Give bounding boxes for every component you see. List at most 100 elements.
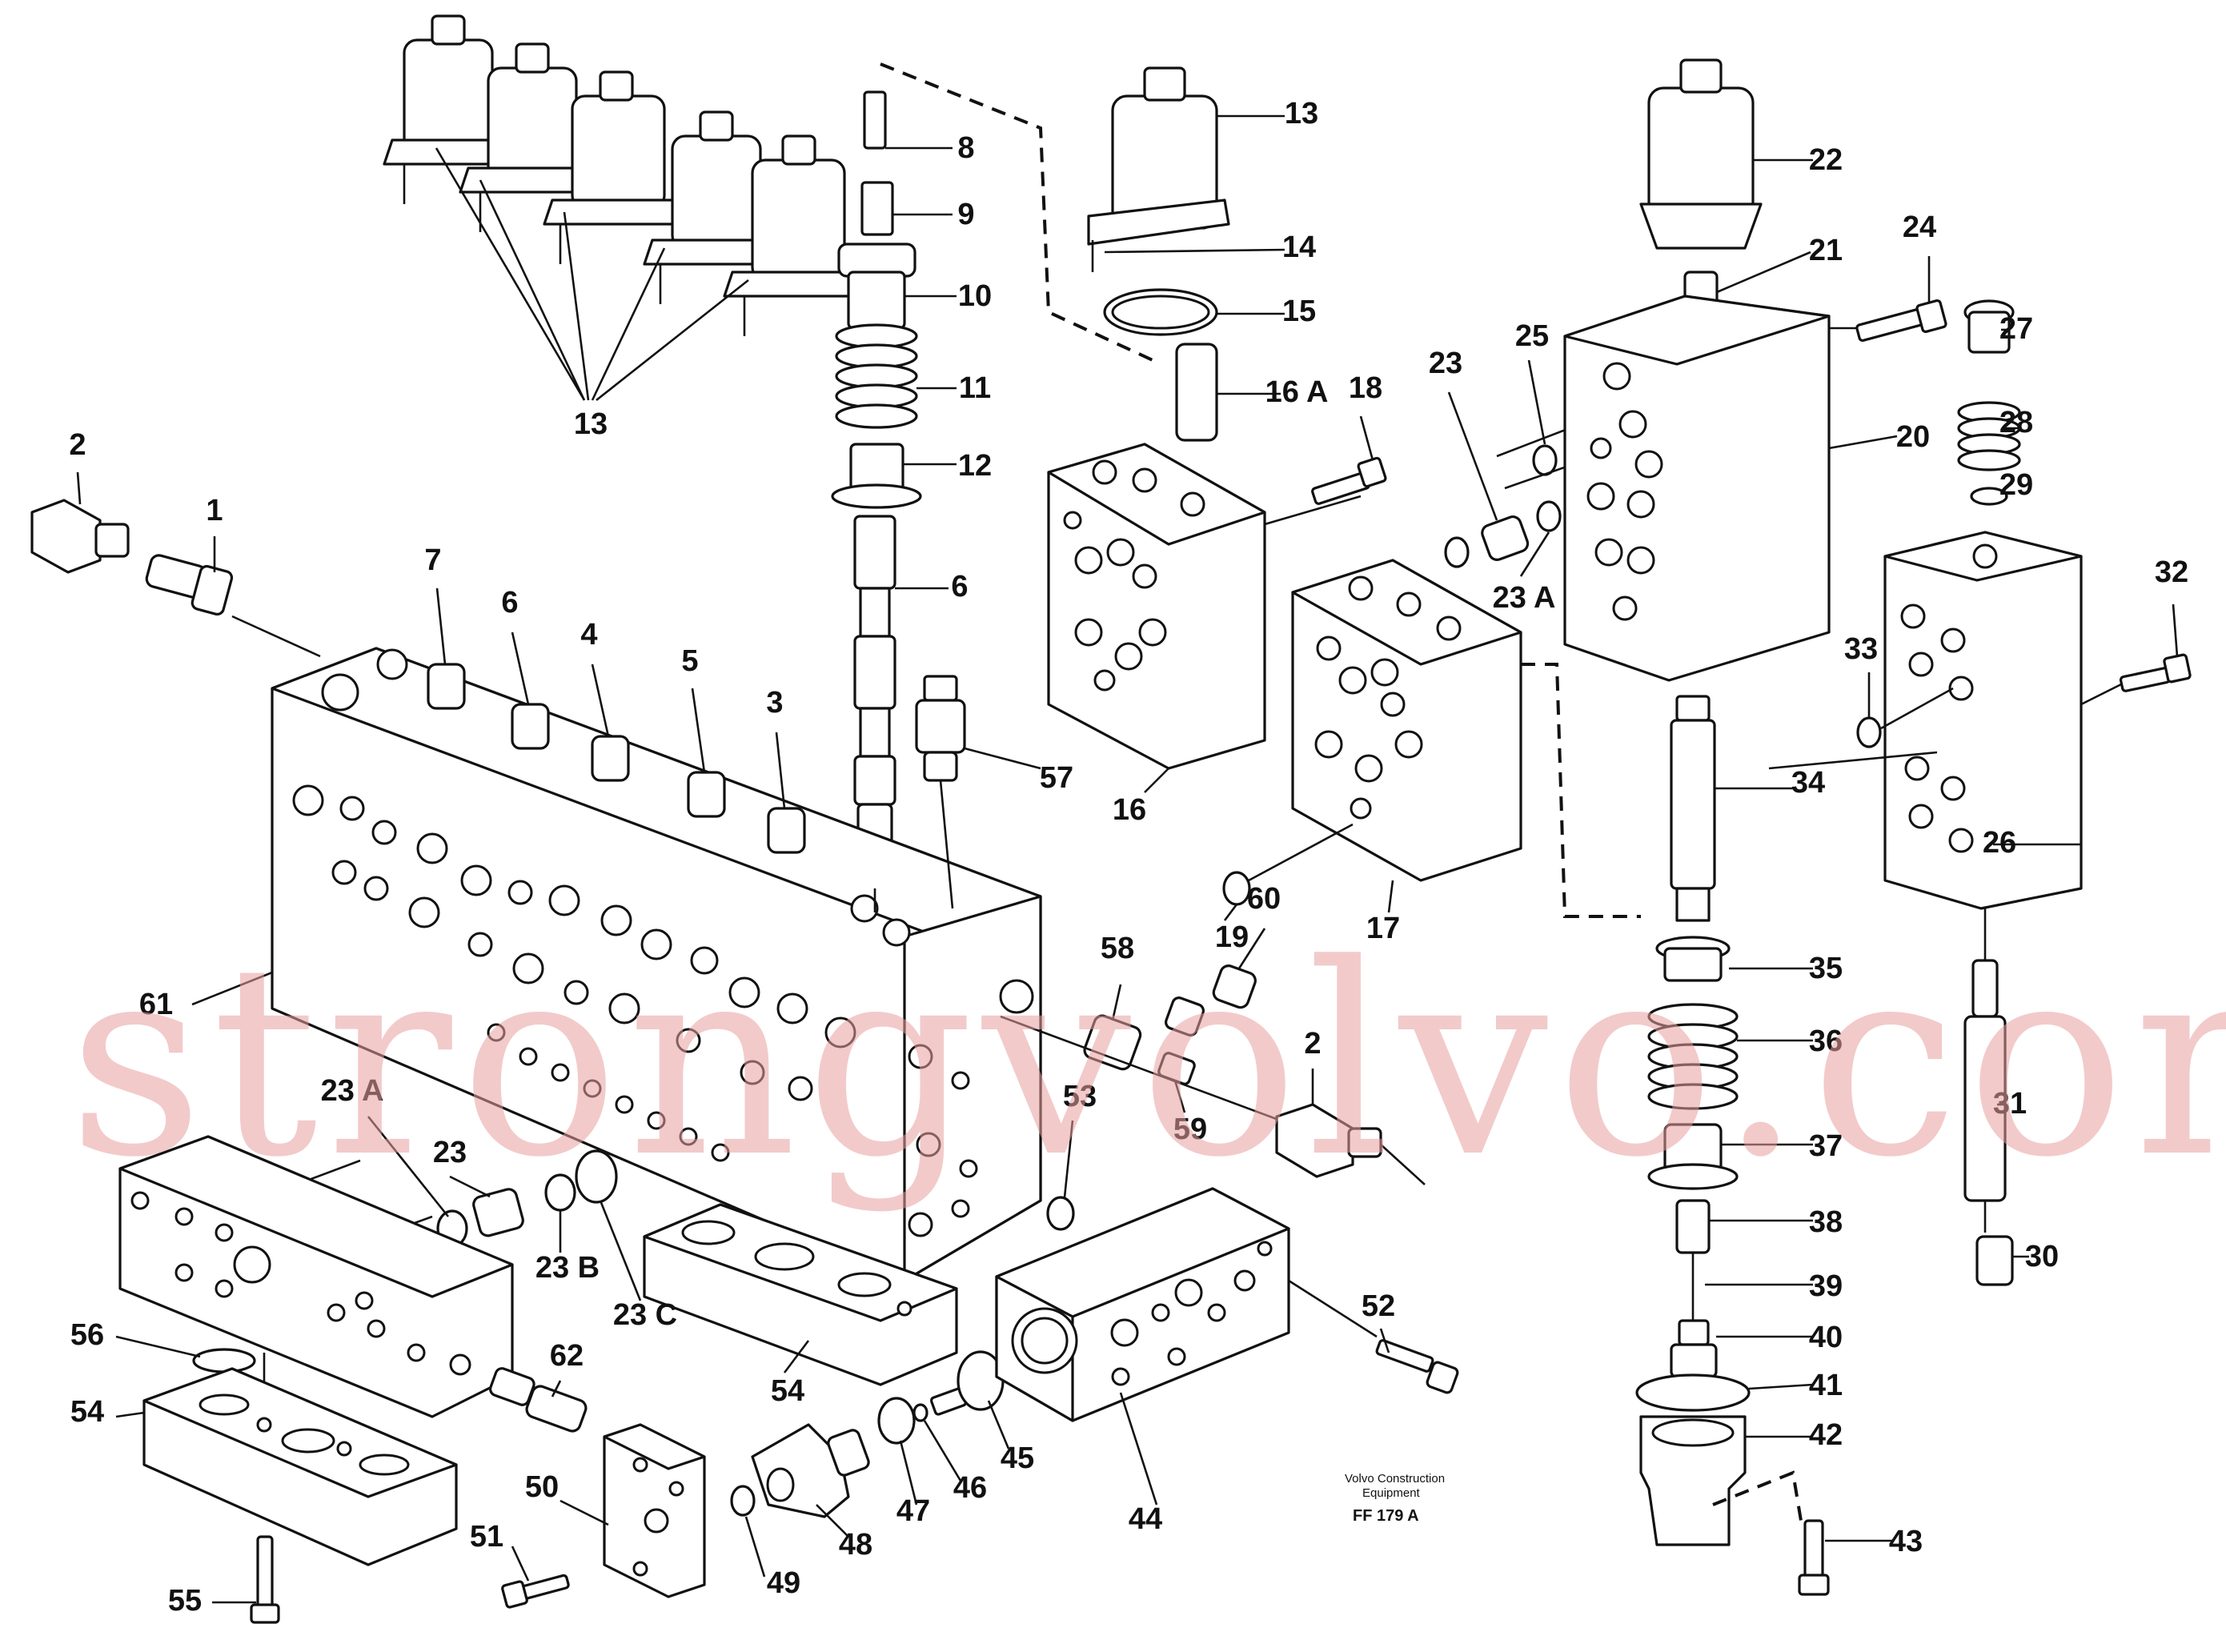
part-label-l9: 9: [957, 198, 974, 231]
note-line-1: Volvo Construction: [1345, 1472, 1445, 1486]
part-label-l29: 29: [1999, 468, 2033, 502]
part-label-l37: 37: [1809, 1129, 1843, 1163]
part-label-l16a: 16 A: [1265, 375, 1329, 409]
part-label-l51: 51: [470, 1520, 503, 1554]
part-label-l16: 16: [1113, 793, 1146, 827]
fitting-1: [145, 536, 321, 658]
part-label-l5: 5: [681, 644, 698, 678]
part-label-l22: 22: [1809, 143, 1843, 177]
part-label-l52: 52: [1362, 1289, 1395, 1323]
part-label-l61: 61: [139, 988, 173, 1021]
part-label-l23c: 23 A: [321, 1074, 384, 1108]
part-label-l42: 42: [1809, 1418, 1843, 1452]
part-label-l7: 7: [424, 543, 441, 577]
part-label-l30: 30: [2025, 1240, 2059, 1273]
plug-6: [511, 703, 550, 750]
block-16: [1047, 415, 1387, 793]
part-label-l14: 14: [1282, 231, 1316, 264]
part-label-l35: 35: [1809, 952, 1843, 985]
part-label-l36: 36: [1809, 1024, 1843, 1058]
oring-56: [115, 1335, 266, 1385]
solenoid-group: [383, 14, 870, 402]
part-label-l33: 33: [1844, 632, 1878, 666]
solenoid-22: [1639, 58, 1813, 250]
part-label-l32: 32: [2155, 555, 2188, 589]
part-label-l2a: 2: [69, 428, 86, 462]
part-label-l11: 11: [959, 371, 991, 405]
note-line-2: Equipment: [1362, 1486, 1421, 1500]
drawing-note: Volvo Construction Equipment FF 179 A: [1345, 1472, 1445, 1525]
part-label-l1: 1: [206, 494, 223, 527]
valve-parts-45-49: [730, 1350, 1010, 1578]
plug-62: [489, 1367, 588, 1433]
cover-plate-50: [560, 1423, 706, 1598]
solenoid-2: [459, 42, 606, 232]
part-label-l3: 3: [766, 686, 783, 720]
part-label-l19: 19: [1215, 920, 1249, 954]
part-label-l13b: 13: [1285, 97, 1318, 130]
part-label-l31: 31: [1993, 1087, 2027, 1121]
part-label-l8: 8: [957, 131, 974, 165]
part-label-l23ab: 23 A: [1493, 581, 1556, 615]
part-label-l56: 56: [70, 1318, 104, 1352]
part-label-l45: 45: [1001, 1441, 1034, 1475]
drawing-code: FF 179 A: [1353, 1507, 1419, 1525]
part-label-l4: 4: [580, 618, 597, 652]
part-label-l41: 41: [1809, 1369, 1843, 1402]
block-20: [1563, 251, 1947, 682]
part-label-l57: 57: [1040, 761, 1073, 795]
part-label-l23a: 23: [1429, 347, 1462, 380]
part-label-l21: 21: [1809, 234, 1843, 267]
block-44: [995, 1187, 1378, 1506]
screw-55: [212, 1535, 280, 1624]
part-label-l13a: 13: [574, 407, 608, 441]
spool-assembly-34-42: [1635, 695, 1893, 1596]
part-label-l23bb: 23 B: [535, 1251, 600, 1285]
part-label-l48: 48: [839, 1528, 872, 1562]
part-label-l54a: 54: [771, 1374, 804, 1408]
block-54-center: [643, 1203, 958, 1386]
part-label-l12: 12: [958, 449, 992, 483]
part-label-l6a: 6: [501, 586, 518, 620]
spring-28: [1957, 401, 2021, 471]
part-label-l58: 58: [1101, 932, 1134, 965]
part-label-l38: 38: [1809, 1205, 1843, 1239]
cover-block-left: [118, 1135, 514, 1418]
block-26-assembly: [1768, 299, 2192, 1286]
part-label-l15: 15: [1282, 295, 1316, 328]
part-label-l60: 60: [1247, 882, 1281, 916]
solenoid-1: [383, 14, 522, 204]
part-label-l23cc: 23 C: [613, 1298, 677, 1332]
part-label-l10: 10: [958, 279, 992, 313]
part-label-l54b: 54: [70, 1395, 104, 1429]
part-label-l2b: 2: [1304, 1027, 1321, 1061]
part-label-l27: 27: [1999, 312, 2033, 346]
part-label-l43: 43: [1889, 1525, 1923, 1558]
part-label-l46: 46: [953, 1471, 987, 1505]
solenoid-3: [543, 70, 690, 264]
part-label-l28: 28: [1999, 406, 2033, 439]
fitting-2-left: [30, 471, 130, 574]
watermark-text: strongvolvo.com: [68, 908, 2226, 1215]
spool-6: [853, 515, 896, 878]
dashed-link-top: [880, 62, 1153, 362]
check-valve-group-left: [295, 1116, 642, 1301]
screw-52: [1375, 1328, 1459, 1394]
part-label-l17: 17: [1366, 912, 1400, 945]
part-label-l6b: 6: [951, 570, 968, 603]
part-label-l40: 40: [1809, 1321, 1843, 1354]
part-label-l23b: 23: [433, 1136, 467, 1169]
part-label-l47: 47: [896, 1494, 930, 1528]
part-label-l62: 62: [550, 1339, 584, 1373]
screw-51: [501, 1546, 570, 1609]
spring-36: [1647, 1003, 1739, 1110]
part-label-l50: 50: [525, 1470, 559, 1504]
part-label-l25: 25: [1515, 319, 1549, 353]
part-label-l59: 59: [1173, 1113, 1207, 1146]
part-label-l49: 49: [767, 1566, 800, 1600]
block-17: [1222, 559, 1641, 921]
part-label-l18: 18: [1349, 371, 1382, 405]
part-label-l53: 53: [1063, 1080, 1097, 1113]
